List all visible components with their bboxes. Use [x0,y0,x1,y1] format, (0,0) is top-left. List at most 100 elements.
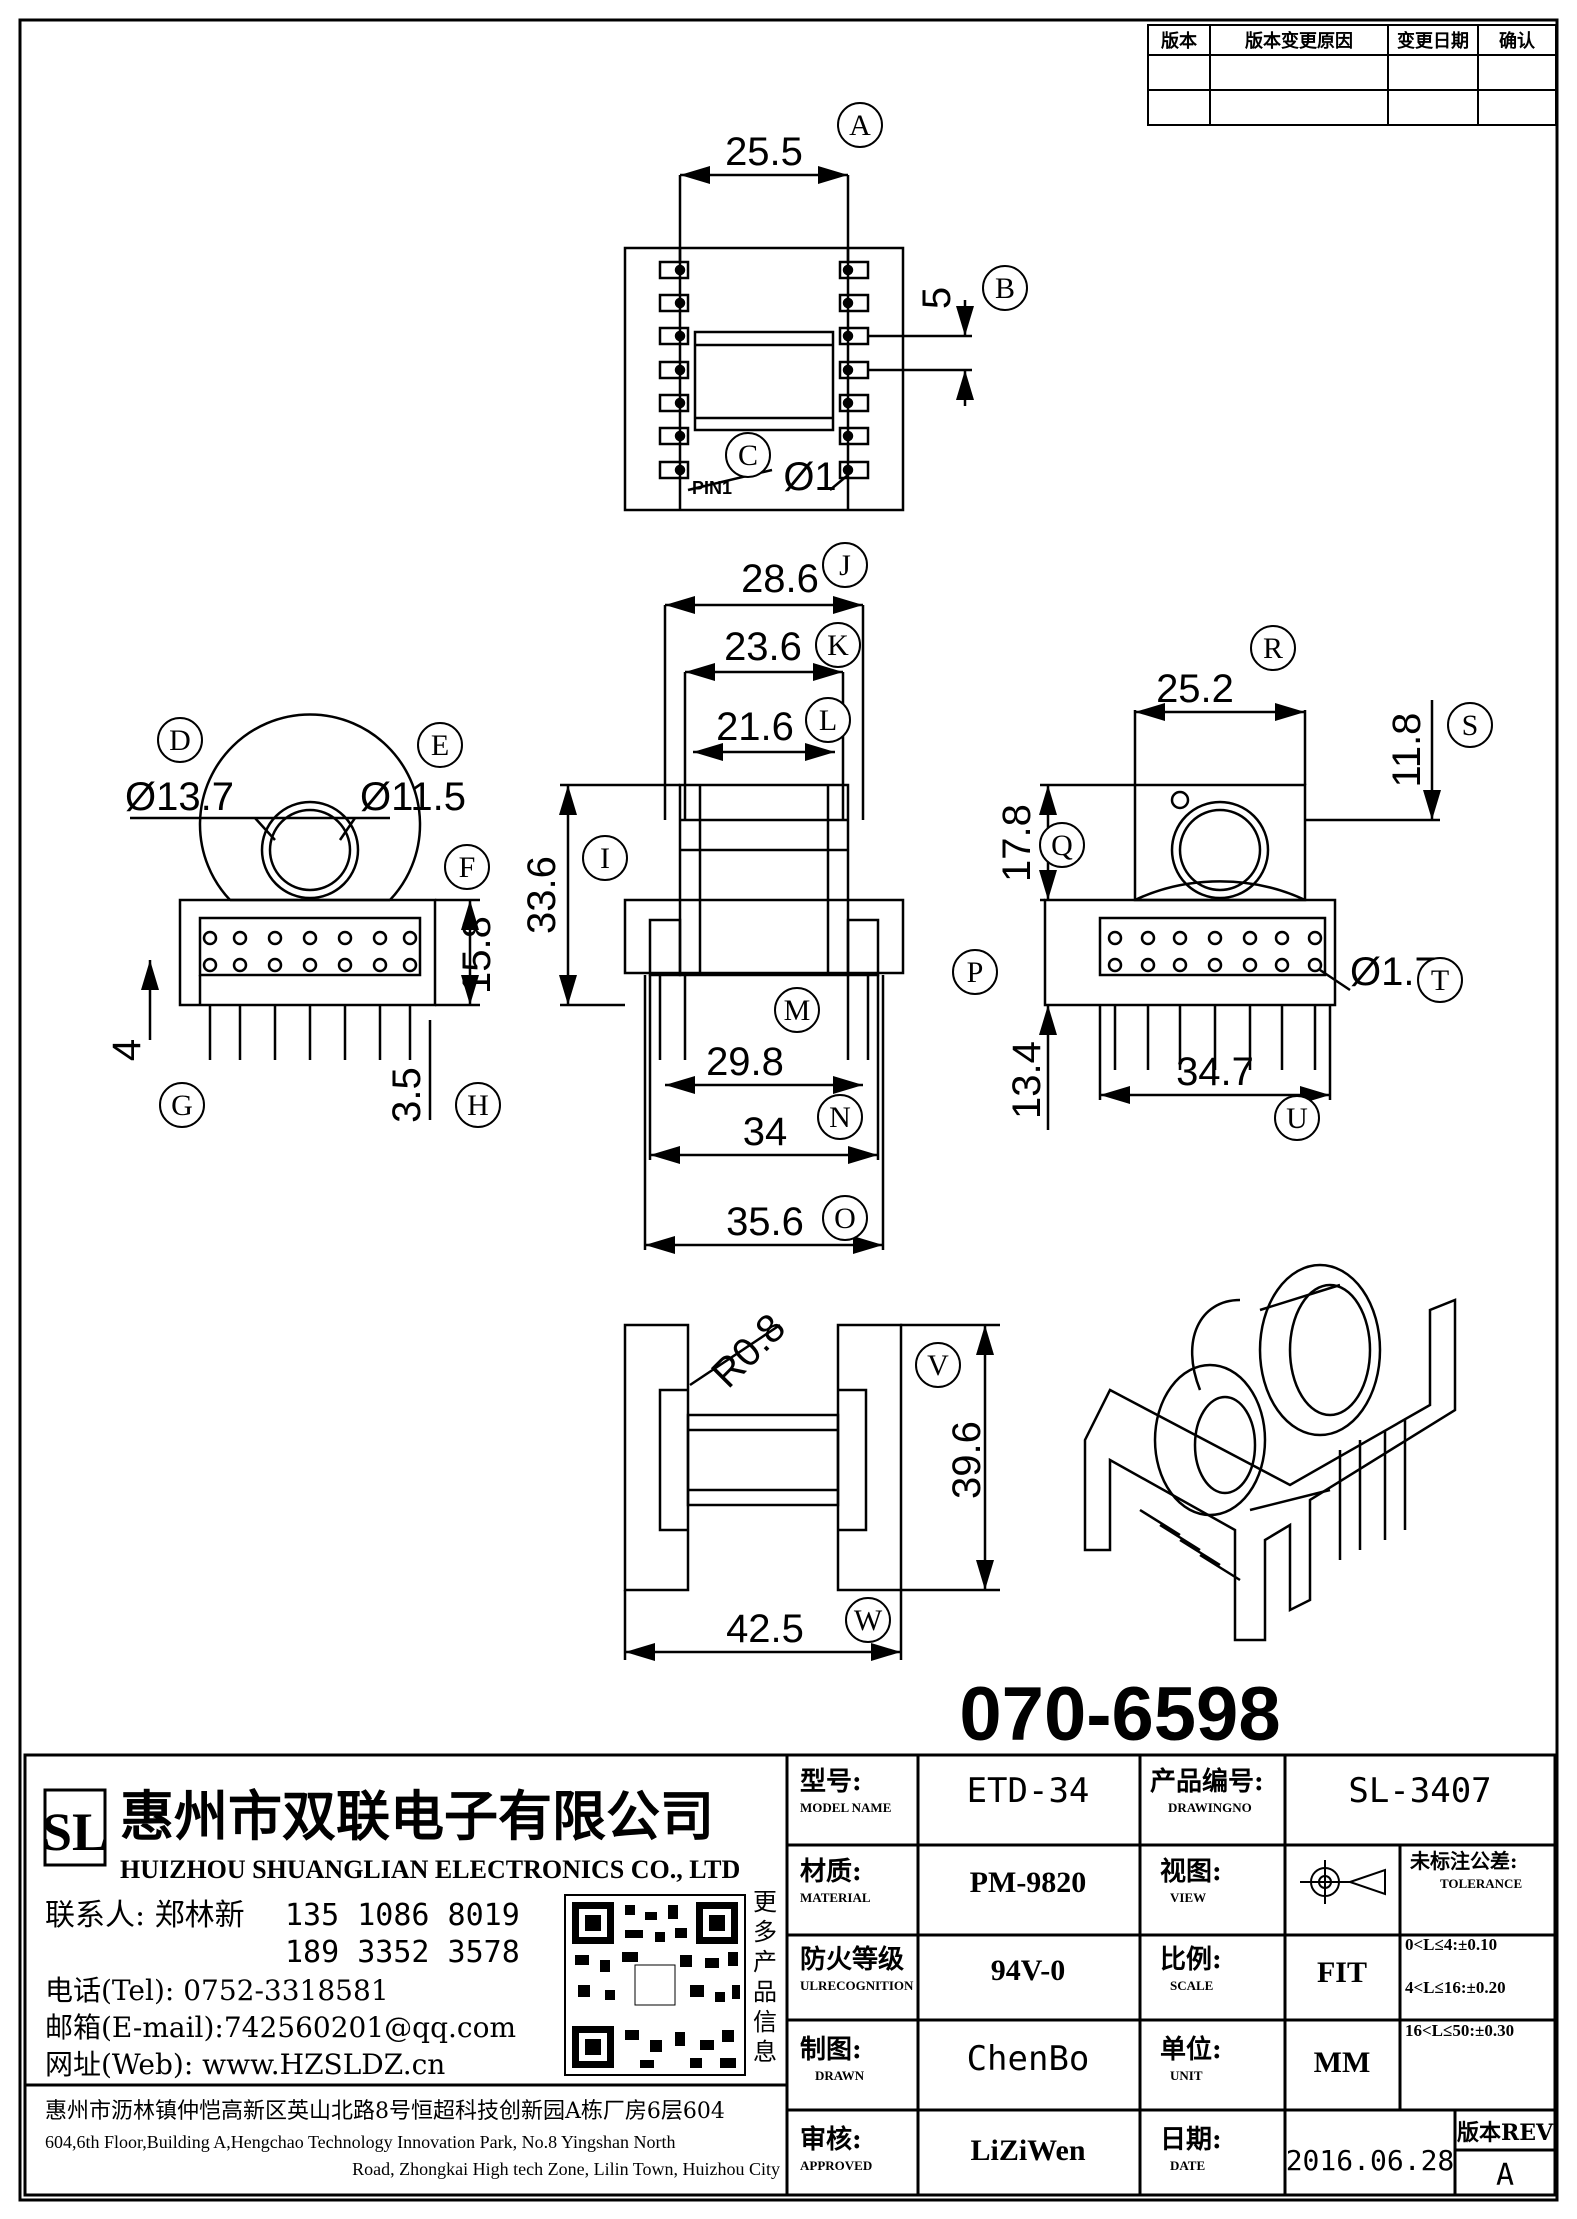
rev-header-reason: 版本变更原因 [1245,30,1353,52]
svg-text:品: 品 [753,1978,777,2006]
callout-letters: A B C D E F G H I J K L M N O P Q R S T … [169,109,1478,1637]
company-logo: SL [42,1788,108,1867]
callout-circles [157,102,1493,1643]
svg-text:版本REV: 版本REV [1457,2120,1554,2146]
dim-U-value: 34.7 [1176,1050,1254,1094]
svg-text:视图:: 视图: [1160,1857,1222,1887]
callout-I: I [600,842,610,875]
callout-J: J [839,549,851,582]
dim-E-value: Ø11.5 [360,775,466,819]
callout-U: U [1286,1102,1308,1135]
projection-symbol-icon [1300,1860,1386,1904]
model-value: ETD-34 [967,1771,1090,1811]
svg-text:信: 信 [753,2008,777,2036]
qr-caption: 更 多 产 品 信 息 [753,1888,777,2066]
dim-W-value: 42.5 [726,1607,804,1651]
svg-text:DATE: DATE [1170,2158,1205,2173]
contact-phone-2: 189 3352 3578 [285,1935,520,1970]
front-view-center [559,596,905,1254]
callout-N: N [829,1101,851,1134]
dim-M-value: 29.8 [706,1040,784,1084]
dim-N-value: 34 [743,1110,788,1154]
approved-value: LiZiWen [970,2134,1085,2167]
field-values: ETD-34 SL-3407 PM-9820 94V-0 FIT ChenBo … [967,1771,1515,2193]
dim-J-value: 28.6 [741,557,819,601]
revision-table [1147,24,1557,126]
company-name-en: HUIZHOU SHUANGLIAN ELECTRONICS CO., LTD [120,1855,740,1884]
part-number: 070-6598 [959,1672,1280,1757]
callout-P: P [967,956,984,989]
callout-T: T [1431,964,1449,997]
dim-Q-value: 17.8 [995,804,1039,882]
tolerance-line-1: 0<L≤4:±0.10 [1405,1935,1497,1954]
contact-person: 联系人: 郑林新 [45,1898,245,1933]
callout-B: B [995,272,1015,305]
svg-text:UNIT: UNIT [1170,2068,1203,2083]
svg-text:型号:: 型号: [800,1767,862,1797]
callout-C: C [738,439,758,472]
svg-text:SL: SL [42,1802,108,1862]
dim-I-value: 33.6 [520,856,564,934]
dim-B-value: 5 [915,287,959,309]
callout-R: R [1263,632,1283,665]
callout-H: H [467,1089,489,1122]
dim-P-value: 13.4 [1005,1041,1049,1119]
dim-G-value: 4 [105,1039,149,1061]
svg-text:多: 多 [753,1918,777,1946]
dim-R-value: 25.2 [1156,667,1234,711]
drawn-value: ChenBo [967,2039,1090,2079]
contact-phone-1: 135 1086 8019 [285,1898,520,1933]
svg-text:VIEW: VIEW [1170,1890,1206,1905]
callout-V: V [927,1349,949,1382]
contact-web: 网址(Web): www.HZSLDZ.cn [45,2048,445,2081]
address-cn: 惠州市沥林镇仲恺高新区英山北路8号恒超科技创新园A栋厂房6层604 [45,2099,725,2124]
svg-text:制图:: 制图: [800,2035,862,2065]
dim-R08-value: R0.8 [703,1306,794,1397]
dim-K-value: 23.6 [724,625,802,669]
svg-text:产: 产 [753,1948,777,1976]
dim-H-value: 3.5 [385,1067,429,1123]
rev-header-confirm: 确认 [1499,30,1536,52]
callout-S: S [1462,709,1479,742]
qr-code [564,1894,746,2076]
callout-D: D [169,724,191,757]
address-en-line1: 604,6th Floor,Building A,Hengchao Techno… [45,2132,675,2152]
drawing-no-value: SL-3407 [1348,1771,1491,1811]
fire-value: 94V-0 [991,1954,1065,1987]
callout-W: W [854,1604,883,1637]
svg-text:日期:: 日期: [1160,2125,1222,2155]
dim-A-value: 25.5 [725,130,803,174]
svg-text:APPROVED: APPROVED [800,2158,872,2173]
contact-tel: 电话(Tel): 0752-3318581 [45,1974,389,2007]
svg-text:比例:: 比例: [1160,1945,1222,1975]
callout-A: A [849,109,871,142]
callout-K: K [827,629,849,662]
svg-text:未标注公差:: 未标注公差: [1410,1849,1517,1873]
date-value: 2016.06.28 [1286,2144,1455,2177]
svg-text:更: 更 [753,1888,777,1916]
rev-header-version: 版本 [1161,30,1197,52]
tolerance-line-2: 4<L≤16:±0.20 [1405,1978,1506,1997]
svg-text:TOLERANCE: TOLERANCE [1440,1876,1522,1891]
dim-D-value: Ø13.7 [125,775,234,819]
rev-header-date: 变更日期 [1397,30,1469,52]
material-value: PM-9820 [970,1866,1087,1899]
dim-C-value: Ø1 [783,455,836,499]
svg-text:息: 息 [753,2038,777,2066]
contact-email: 邮箱(E-mail):742560201@qq.com [45,2011,516,2044]
svg-text:MATERIAL: MATERIAL [800,1890,871,1905]
callout-O: O [834,1202,856,1235]
company-name-cn: 惠州市双联电子有限公司 [120,1784,714,1848]
svg-text:DRAWINGNO: DRAWINGNO [1168,1800,1252,1815]
callout-G: G [171,1089,193,1122]
svg-text:审核:: 审核: [800,2124,862,2155]
callout-Q: Q [1051,829,1073,862]
svg-text:DRAWN: DRAWN [815,2068,865,2083]
tolerance-line-3: 16<L≤50:±0.30 [1405,2021,1514,2040]
top-view [623,166,974,512]
svg-text:MODEL NAME: MODEL NAME [800,1800,891,1815]
svg-text:ULRECOGNITION: ULRECOGNITION [800,1978,914,1993]
svg-text:SCALE: SCALE [1170,1978,1213,1993]
